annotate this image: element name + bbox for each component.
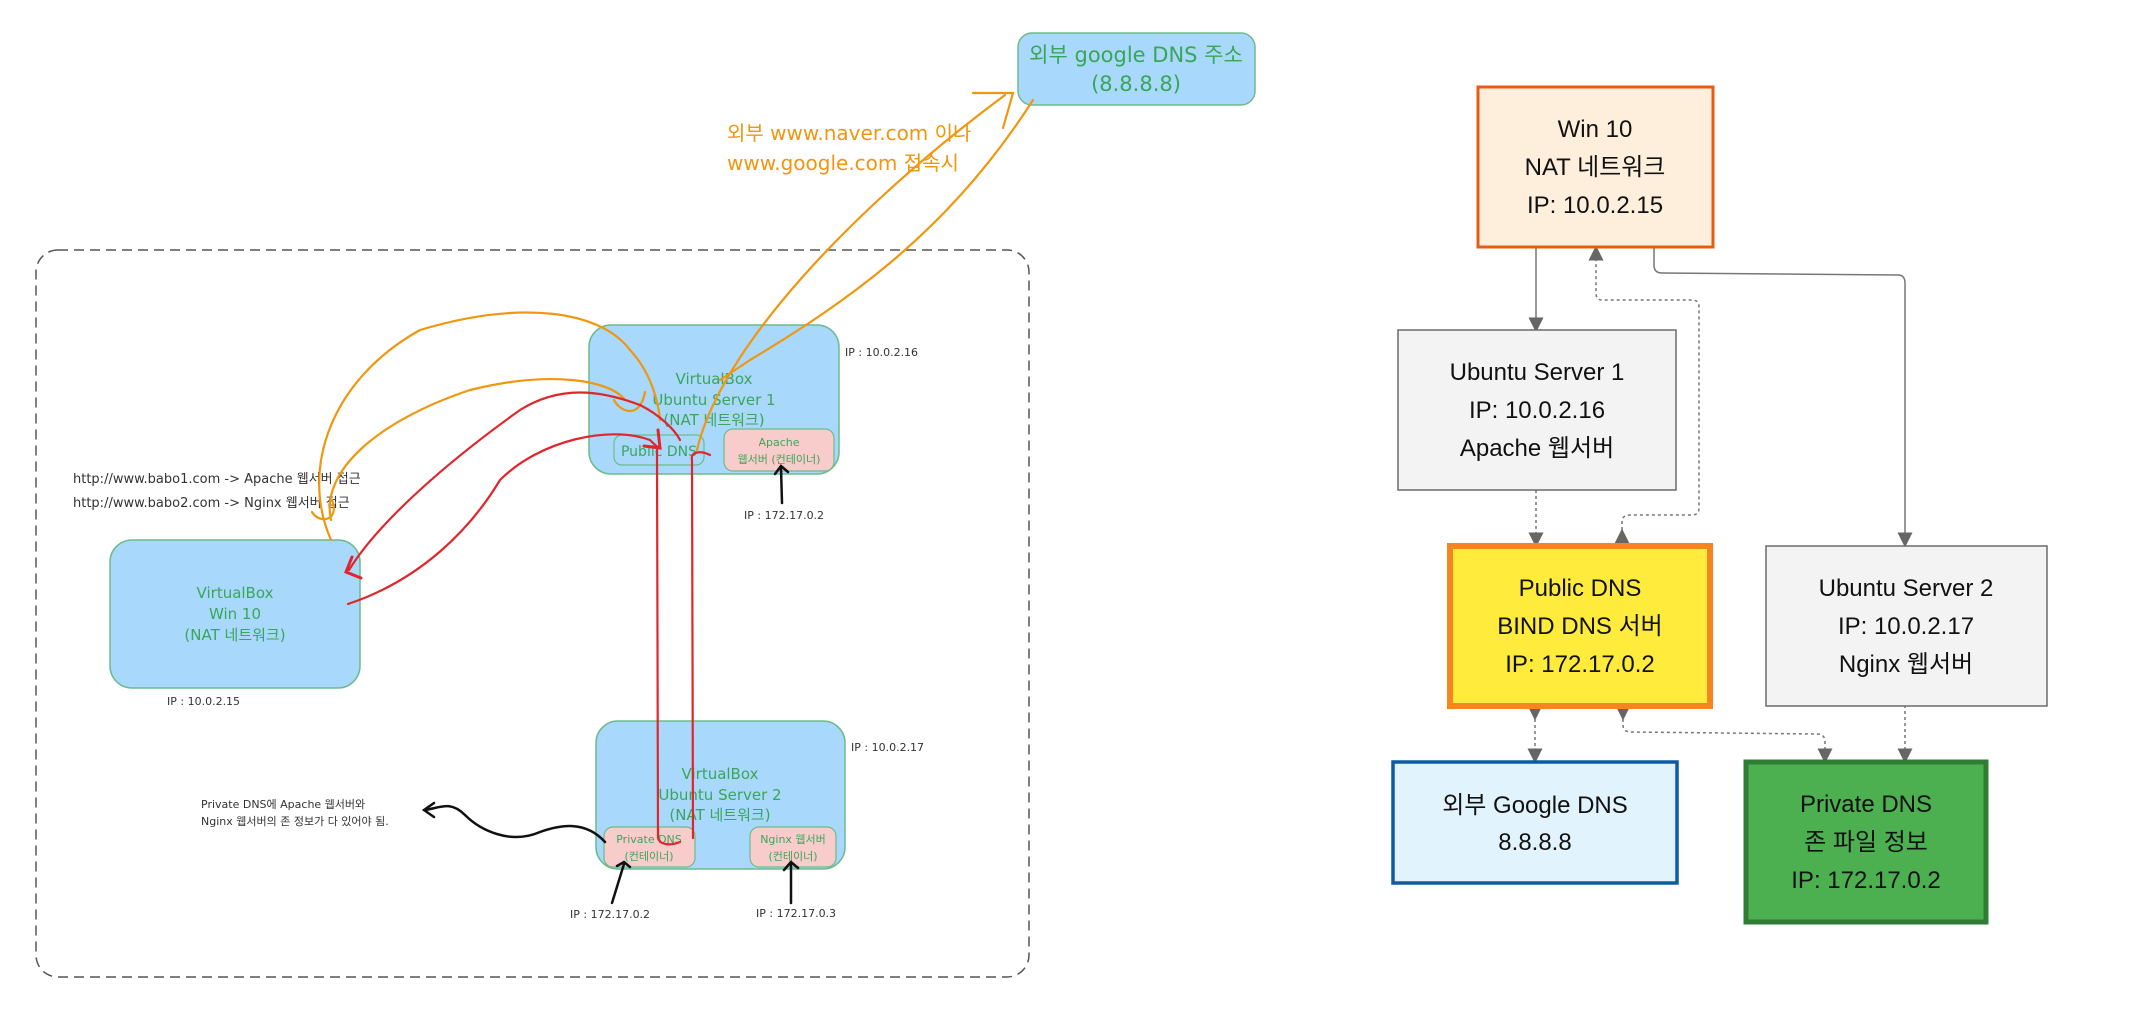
rd-publicdns-line3: IP: 172.17.0.2 [1505, 651, 1654, 678]
red-arrow-head-publicdns [642, 428, 662, 450]
rd-win10-node[interactable]: Win 10 NAT 네트워크 IP: 10.0.2.15 [1476, 85, 1715, 249]
private-dns-container[interactable]: Private DNS (컨테이너) [603, 826, 696, 868]
red-arrow-head-win10 [344, 555, 363, 580]
red-arrow-privatedns-to-publicdns [690, 451, 712, 840]
ubuntu2-label-3: (NAT 네트워크) [669, 806, 770, 824]
ubuntu1-label-2: Ubuntu Server 1 [652, 391, 775, 409]
external-dns-ip: (8.8.8.8) [1091, 72, 1181, 96]
ubuntu2-label-1: VirtualBox [682, 765, 759, 783]
apache-ip-pointer-arrow [773, 464, 790, 505]
nginx-ip-pointer-arrow [782, 860, 800, 905]
orange-arrow-head-left [310, 498, 335, 521]
win10-ip-label: IP : 10.0.2.15 [167, 695, 240, 708]
ubuntu1-label-3: (NAT 네트워크) [663, 411, 764, 429]
nat-network-boundary [35, 249, 1030, 978]
orange-arrow-win10-to-publicdns-1 [318, 311, 662, 542]
rd-privatedns-line2: 존 파일 정보 [1804, 829, 1928, 856]
rd-ubuntu2-line1: Ubuntu Server 2 [1819, 575, 1994, 602]
ubuntu-server-2-node[interactable]: VirtualBox Ubuntu Server 2 (NAT 네트워크) Pr… [595, 720, 846, 870]
apache-label-1: Apache [758, 436, 799, 449]
ubuntu-server-1-node[interactable]: VirtualBox Ubuntu Server 1 (NAT 네트워크) Pu… [588, 324, 840, 475]
win10-label-3: (NAT 네트워크) [184, 626, 285, 644]
edge-publicdns-to-win10 [1588, 245, 1700, 544]
win10-label-1: VirtualBox [197, 584, 274, 602]
rd-ubuntu2-node[interactable]: Ubuntu Server 2 IP: 10.0.2.17 Nginx 웹서버 [1765, 545, 2048, 707]
rd-privatedns-line3: IP: 172.17.0.2 [1791, 867, 1940, 894]
orange-arrow-from-google-dns [718, 98, 1035, 382]
external-access-note-line2: www.google.com 접속시 [727, 151, 959, 175]
rd-google-line1: 외부 Google DNS [1442, 792, 1628, 819]
apache-ip-label: IP : 172.17.0.2 [744, 509, 824, 522]
win10-label-2: Win 10 [209, 605, 261, 623]
external-access-note-line1: 외부 www.naver.com 이나 [727, 121, 971, 145]
private-dns-label-2: (컨테이너) [624, 850, 673, 863]
private-dns-ip-pointer-arrow [610, 860, 632, 905]
url-note-babo2: http://www.babo2.com -> Nginx 웹서버 접근 [73, 496, 350, 511]
edge-publicdns-privatedns [1615, 705, 1833, 764]
private-dns-note-line1: Private DNS에 Apache 웹서버와 [201, 798, 365, 811]
right-diagram: Win 10 NAT 네트워크 IP: 10.0.2.15 Ubuntu Ser… [1391, 85, 2048, 925]
apache-label-2: 웹서버 (컨테이너) [738, 453, 821, 466]
private-dns-note-arrow [421, 801, 607, 844]
orange-arrow-to-google-dns [695, 93, 1007, 452]
orange-annotation-arrows [310, 91, 1035, 542]
rd-ubuntu1-line2: IP: 10.0.2.16 [1469, 397, 1605, 424]
private-dns-label-1: Private DNS [616, 833, 682, 846]
external-dns-label: 외부 google DNS 주소 [1029, 43, 1243, 67]
rd-ubuntu1-line3: Apache 웹서버 [1460, 435, 1614, 462]
rd-google-line2: 8.8.8.8 [1498, 829, 1571, 856]
orange-arrow-head-right [612, 390, 647, 413]
ubuntu1-label-1: VirtualBox [676, 370, 753, 388]
nginx-label-2: (컨테이너) [768, 850, 817, 863]
rd-private-dns-node[interactable]: Private DNS 존 파일 정보 IP: 172.17.0.2 [1743, 759, 1989, 925]
ubuntu1-ip-label: IP : 10.0.2.16 [845, 346, 918, 359]
rd-publicdns-line1: Public DNS [1519, 575, 1642, 602]
orange-arrow-head-google [971, 91, 1015, 130]
red-arrow-win10-to-publicdns [346, 433, 662, 606]
rd-ubuntu1-node[interactable]: Ubuntu Server 1 IP: 10.0.2.16 Apache 웹서버 [1397, 329, 1677, 491]
red-annotation-arrows [344, 391, 712, 846]
nginx-ip-label: IP : 172.17.0.3 [756, 907, 836, 920]
private-dns-note-line2: Nginx 웹서버의 존 정보가 다 있어야 됨. [201, 815, 389, 828]
rd-ubuntu1-line1: Ubuntu Server 1 [1450, 359, 1625, 386]
right-diagram-connectors [1527, 245, 1913, 764]
public-dns-label: Public DNS [621, 444, 697, 460]
rd-ubuntu2-line2: IP: 10.0.2.17 [1838, 613, 1974, 640]
rd-win10-line2: NAT 네트워크 [1525, 154, 1666, 181]
orange-arrow-win10-to-publicdns-2 [328, 377, 627, 522]
red-arrow-publicdns-to-win10 [347, 391, 682, 572]
rd-google-dns-node[interactable]: 외부 Google DNS 8.8.8.8 [1391, 760, 1679, 885]
nginx-label-1: Nginx 웹서버 [760, 833, 826, 846]
url-note-babo1: http://www.babo1.com -> Apache 웹서버 접근 [73, 472, 361, 487]
apache-container[interactable]: Apache 웹서버 (컨테이너) [723, 428, 835, 472]
win10-node[interactable]: VirtualBox Win 10 (NAT 네트워크) [109, 539, 361, 689]
ubuntu2-label-2: Ubuntu Server 2 [658, 786, 781, 804]
nginx-container[interactable]: Nginx 웹서버 (컨테이너) [749, 826, 837, 868]
rd-public-dns-node[interactable]: Public DNS BIND DNS 서버 IP: 172.17.0.2 [1447, 543, 1713, 709]
rd-privatedns-line1: Private DNS [1800, 791, 1932, 818]
rd-win10-line1: Win 10 [1558, 116, 1633, 143]
red-arrow-publicdns-to-privatedns [655, 448, 682, 846]
external-google-dns-node[interactable]: 외부 google DNS 주소 (8.8.8.8) [1017, 32, 1256, 106]
rd-publicdns-line2: BIND DNS 서버 [1497, 613, 1663, 640]
rd-ubuntu2-line3: Nginx 웹서버 [1839, 651, 1973, 678]
rd-win10-line3: IP: 10.0.2.15 [1527, 192, 1663, 219]
ubuntu2-ip-label: IP : 10.0.2.17 [851, 741, 924, 754]
private-dns-ip-label: IP : 172.17.0.2 [570, 908, 650, 921]
edge-win10-to-ubuntu2 [1653, 247, 1913, 548]
